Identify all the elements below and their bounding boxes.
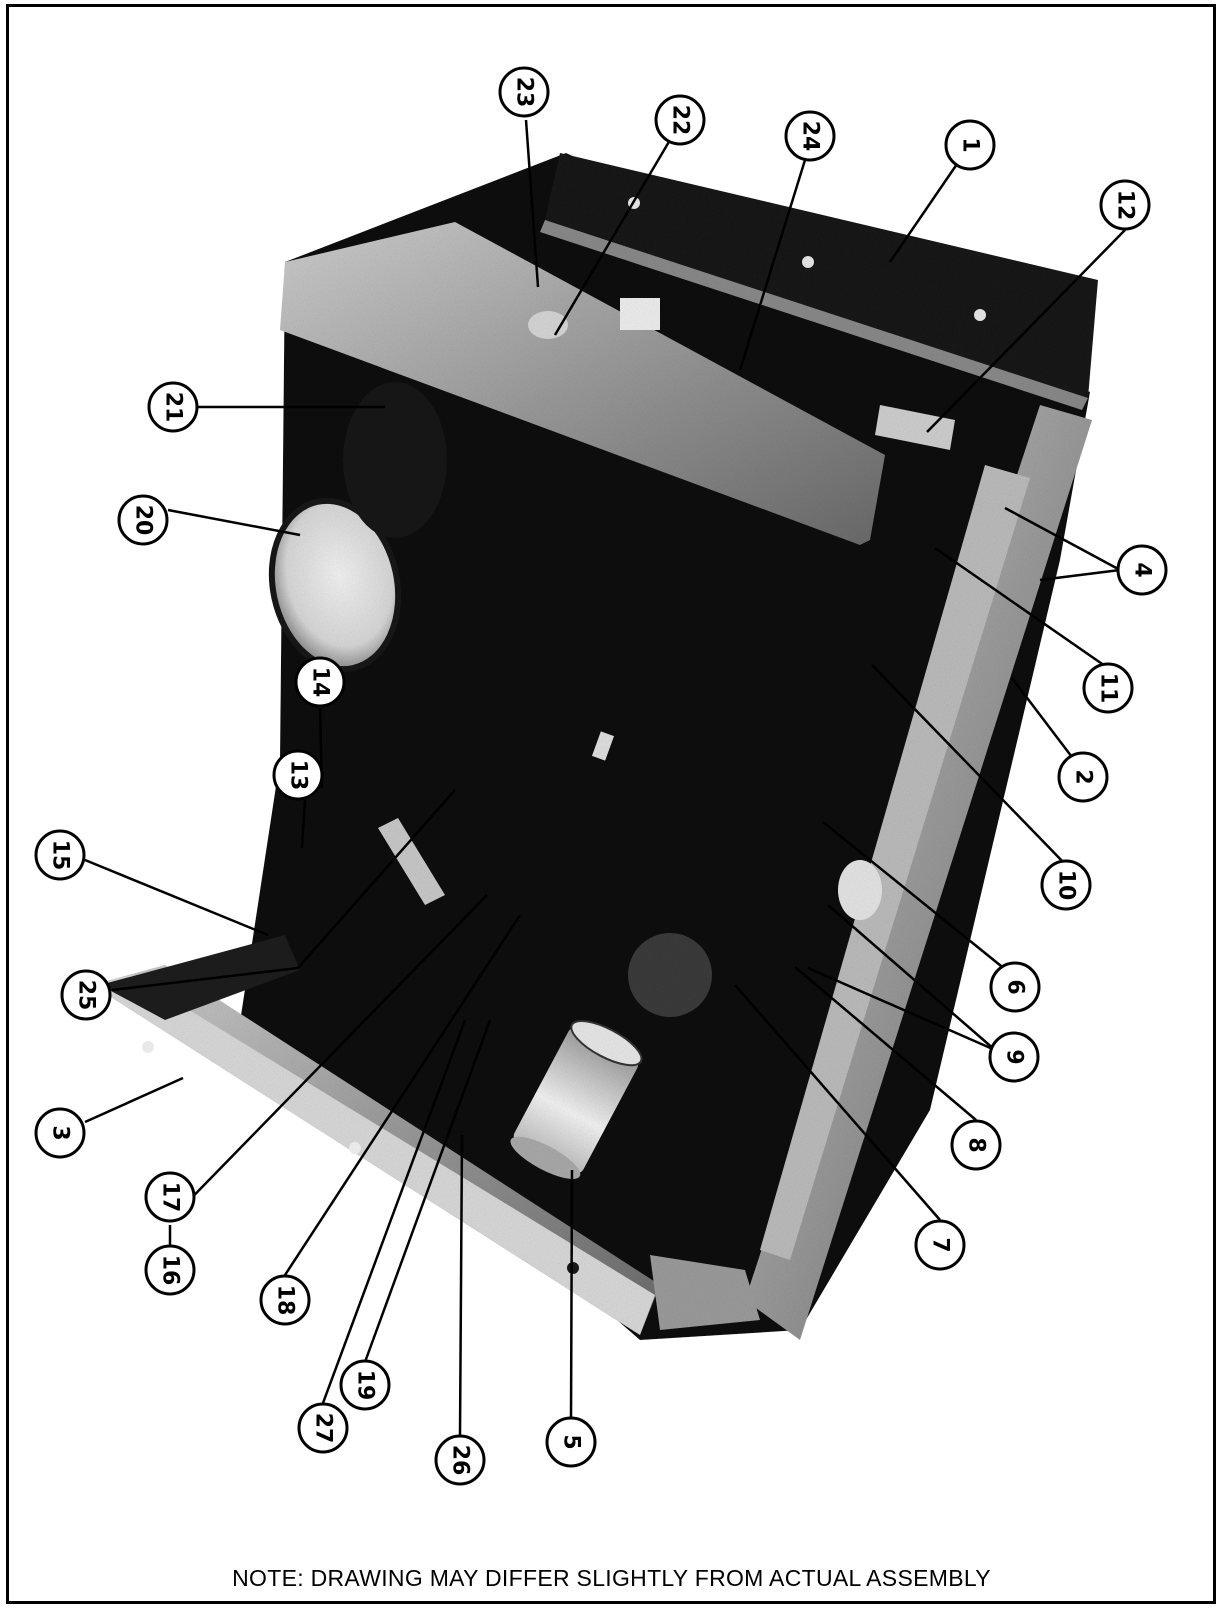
cylinder-capacitor bbox=[510, 1019, 643, 1180]
callout-9: 9 bbox=[988, 1031, 1040, 1083]
screw bbox=[802, 256, 814, 268]
svg-text:26: 26 bbox=[448, 1445, 473, 1476]
svg-text:9: 9 bbox=[1002, 1049, 1027, 1064]
svg-text:8: 8 bbox=[964, 1137, 989, 1152]
svg-text:25: 25 bbox=[74, 980, 99, 1011]
gusset-plate bbox=[100, 935, 300, 1020]
svg-text:10: 10 bbox=[1054, 870, 1079, 901]
svg-text:4: 4 bbox=[1130, 562, 1155, 577]
svg-text:22: 22 bbox=[668, 105, 693, 136]
svg-text:3: 3 bbox=[48, 1125, 73, 1140]
motor-housing bbox=[343, 382, 447, 538]
callout-1: 1 bbox=[944, 119, 996, 171]
callout-24: 24 bbox=[784, 110, 836, 162]
figure-frame bbox=[6, 4, 1216, 1604]
svg-text:16: 16 bbox=[158, 1255, 183, 1286]
callout-16: 16 bbox=[144, 1244, 196, 1296]
callout-4: 4 bbox=[1116, 544, 1168, 596]
callout-19: 19 bbox=[339, 1359, 391, 1411]
callout-25: 25 bbox=[60, 969, 112, 1021]
screw bbox=[349, 1142, 361, 1154]
callouts: 1 2 3 4 5 6 7 8 9 10 11 12 13 14 15 16 1… bbox=[34, 66, 1168, 1486]
svg-text:2: 2 bbox=[1071, 769, 1096, 784]
callout-6: 6 bbox=[989, 961, 1041, 1013]
capacitor-wheel bbox=[268, 497, 402, 673]
callout-7: 7 bbox=[914, 1219, 966, 1271]
callout-14: 14 bbox=[294, 656, 346, 708]
svg-text:13: 13 bbox=[286, 760, 311, 791]
screw bbox=[974, 309, 986, 321]
callout-2: 2 bbox=[1057, 751, 1109, 803]
svg-text:21: 21 bbox=[161, 392, 186, 423]
small-label bbox=[591, 731, 615, 761]
callout-3: 3 bbox=[34, 1107, 86, 1159]
drawing-note: NOTE: DRAWING MAY DIFFER SLIGHTLY FROM A… bbox=[232, 1565, 991, 1591]
left-rail-face bbox=[92, 975, 655, 1335]
svg-text:5: 5 bbox=[559, 1434, 584, 1449]
callout-21: 21 bbox=[147, 381, 199, 433]
svg-text:17: 17 bbox=[158, 1182, 183, 1213]
callout-20: 20 bbox=[117, 494, 169, 546]
bracket-tab bbox=[620, 298, 660, 330]
fuse-holder bbox=[838, 860, 882, 920]
svg-text:6: 6 bbox=[1003, 979, 1028, 994]
callout-12: 12 bbox=[1099, 179, 1151, 231]
svg-text:24: 24 bbox=[798, 121, 823, 152]
callout-22: 22 bbox=[654, 94, 706, 146]
svg-text:1: 1 bbox=[958, 137, 983, 152]
callout-15: 15 bbox=[34, 829, 86, 881]
screw bbox=[567, 1262, 579, 1274]
svg-text:20: 20 bbox=[131, 505, 156, 536]
terminal-component bbox=[628, 933, 712, 1017]
callout-23: 23 bbox=[498, 66, 550, 118]
callout-27: 27 bbox=[297, 1402, 349, 1454]
svg-text:14: 14 bbox=[308, 667, 333, 698]
top-rail bbox=[545, 153, 1098, 398]
label-plate bbox=[378, 818, 445, 905]
svg-text:7: 7 bbox=[928, 1237, 953, 1252]
callout-13: 13 bbox=[272, 749, 324, 801]
screw bbox=[142, 1041, 154, 1053]
svg-text:27: 27 bbox=[311, 1413, 336, 1444]
top-rail-edge bbox=[540, 220, 1088, 410]
terminal-block bbox=[875, 405, 955, 450]
callout-11: 11 bbox=[1082, 662, 1134, 714]
svg-text:11: 11 bbox=[1096, 673, 1121, 704]
svg-text:12: 12 bbox=[1113, 190, 1138, 221]
svg-text:19: 19 bbox=[353, 1370, 378, 1401]
svg-text:23: 23 bbox=[512, 77, 537, 108]
callout-5: 5 bbox=[545, 1416, 597, 1468]
callout-10: 10 bbox=[1040, 859, 1092, 911]
callout-26: 26 bbox=[434, 1434, 486, 1486]
callout-18: 18 bbox=[259, 1274, 311, 1326]
svg-text:15: 15 bbox=[48, 840, 73, 871]
callout-17: 17 bbox=[144, 1171, 196, 1223]
svg-text:18: 18 bbox=[273, 1285, 298, 1316]
right-rail-inner bbox=[760, 465, 1030, 1260]
assembly-photo bbox=[92, 153, 1098, 1340]
lower-bracket bbox=[650, 1255, 760, 1330]
diagonal-bracket bbox=[280, 222, 885, 545]
callout-8: 8 bbox=[950, 1119, 1002, 1171]
leader-lines bbox=[84, 119, 1126, 1436]
